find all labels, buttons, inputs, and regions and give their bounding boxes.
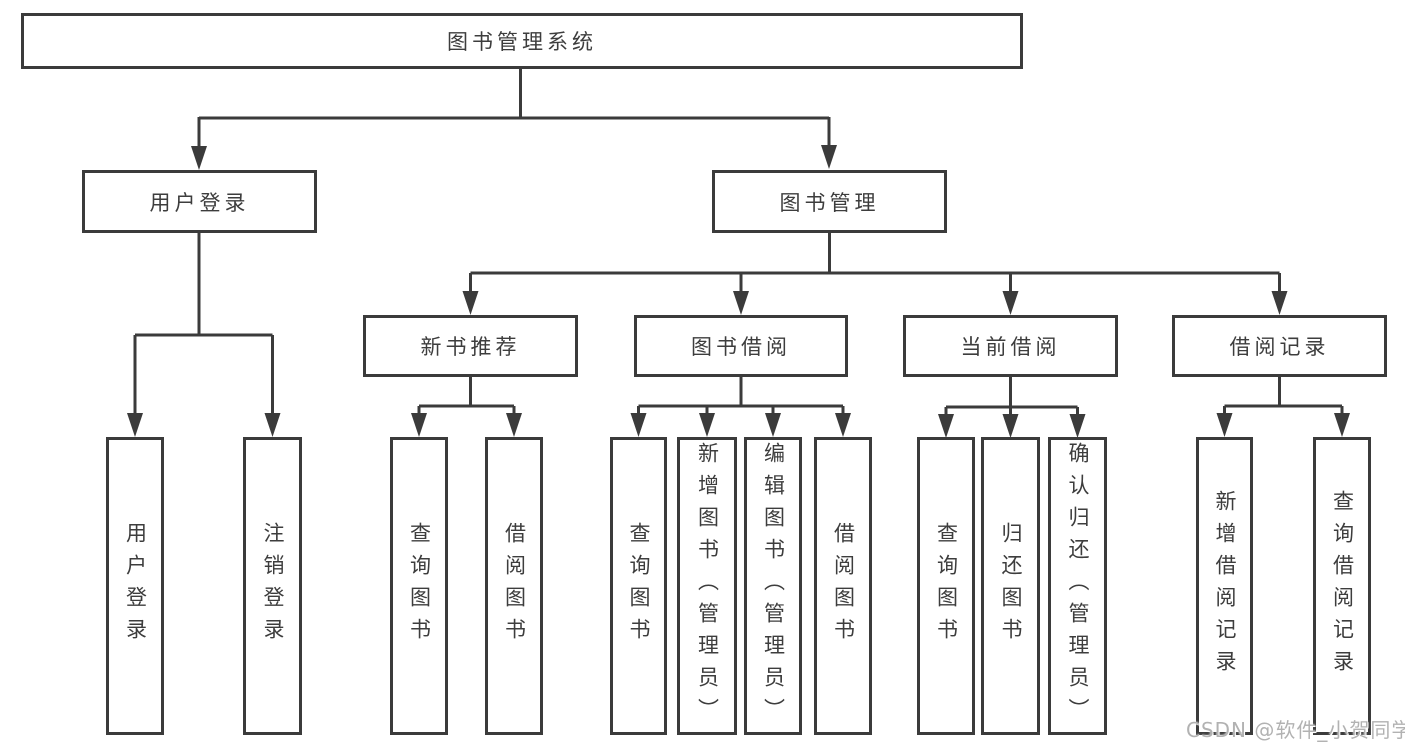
leaf-label: 用户登录 <box>123 522 148 650</box>
node-user-login: 用户登录 <box>82 170 317 233</box>
leaf-label: 新增借阅记录 <box>1213 490 1237 682</box>
node-label: 用户登录 <box>149 190 250 215</box>
leaf-label: 借阅图书 <box>502 522 527 650</box>
leaf-confirm-return-admin: 确认归还（管理员） <box>1048 437 1107 735</box>
leaf-return-books: 归还图书 <box>981 437 1040 735</box>
leaf-query-books-borrow: 查询图书 <box>610 437 667 735</box>
connector-currentborrow-to-leaves <box>938 376 1086 438</box>
leaf-label: 编辑图书（管理员） <box>761 442 786 730</box>
leaf-label: 确认归还（管理员） <box>1066 442 1090 730</box>
node-library-management-system: 图书管理系统 <box>21 13 1023 69</box>
leaf-label: 查询图书 <box>934 522 959 650</box>
leaf-logout: 注销登录 <box>243 437 302 735</box>
leaf-label: 注销登录 <box>261 522 285 650</box>
leaf-borrow-books: 借阅图书 <box>814 437 872 735</box>
connector-root-to-level2 <box>191 68 837 170</box>
leaf-label: 借阅图书 <box>831 522 856 650</box>
leaf-query-books-recommend: 查询图书 <box>390 437 448 735</box>
node-label: 图书管理系统 <box>447 30 597 54</box>
leaf-label: 归还图书 <box>999 522 1023 650</box>
node-new-book-recommendation: 新书推荐 <box>363 315 578 377</box>
leaf-label: 新增图书（管理员） <box>695 442 720 730</box>
leaf-edit-books-admin: 编辑图书（管理员） <box>744 437 802 735</box>
node-book-management: 图书管理 <box>712 170 947 233</box>
node-book-borrowing: 图书借阅 <box>634 315 848 377</box>
leaf-borrow-books-recommend: 借阅图书 <box>485 437 543 735</box>
leaf-add-books-admin: 新增图书（管理员） <box>677 437 737 735</box>
node-label: 借阅记录 <box>1229 335 1330 359</box>
leaf-user-login: 用户登录 <box>106 437 164 735</box>
connector-bookmgmt-to-level3 <box>462 232 1288 315</box>
node-borrowing-records: 借阅记录 <box>1172 315 1387 377</box>
node-label: 新书推荐 <box>420 335 521 359</box>
connector-bookborrow-to-leaves <box>630 376 851 437</box>
leaf-label: 查询图书 <box>627 522 651 650</box>
node-label: 当前借阅 <box>960 335 1061 359</box>
csdn-watermark: CSDN @软件_小贺同学 <box>1186 718 1405 742</box>
node-label: 图书借阅 <box>691 335 791 359</box>
leaf-label: 查询图书 <box>407 522 432 650</box>
node-label: 图书管理 <box>779 190 880 215</box>
leaf-query-borrow-record: 查询借阅记录 <box>1313 437 1371 735</box>
node-current-borrowing: 当前借阅 <box>903 315 1118 377</box>
connector-userlogin-to-leaves <box>127 231 281 437</box>
connector-borrowrecords-to-leaves <box>1216 376 1350 437</box>
leaf-add-borrow-record: 新增借阅记录 <box>1196 437 1253 735</box>
leaf-label: 查询借阅记录 <box>1330 490 1355 682</box>
leaf-query-books-current: 查询图书 <box>917 437 975 735</box>
connector-newbook-to-leaves <box>411 376 522 437</box>
